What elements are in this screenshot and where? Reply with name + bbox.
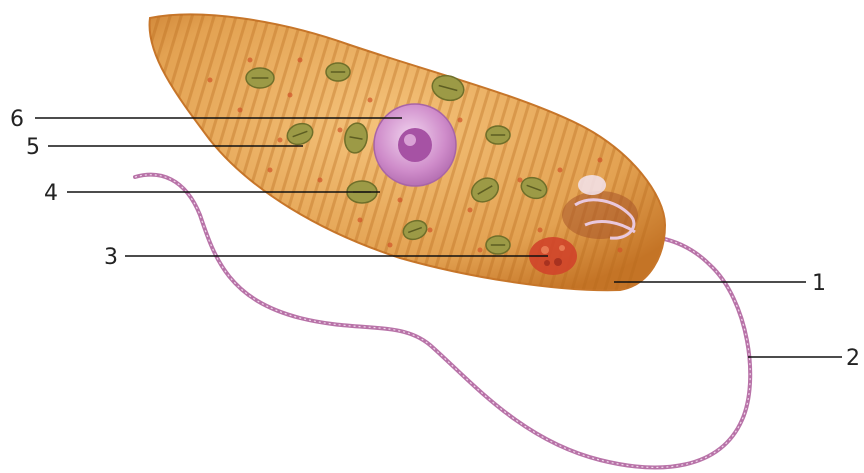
label-4: 4 bbox=[44, 181, 58, 206]
nucleus bbox=[374, 104, 456, 186]
label-2: 2 bbox=[846, 346, 860, 371]
label-3: 3 bbox=[104, 245, 118, 270]
label-1: 1 bbox=[812, 271, 826, 296]
label-6: 6 bbox=[10, 107, 24, 132]
label-5: 5 bbox=[26, 135, 40, 160]
euglena-cell bbox=[30, 0, 714, 300]
